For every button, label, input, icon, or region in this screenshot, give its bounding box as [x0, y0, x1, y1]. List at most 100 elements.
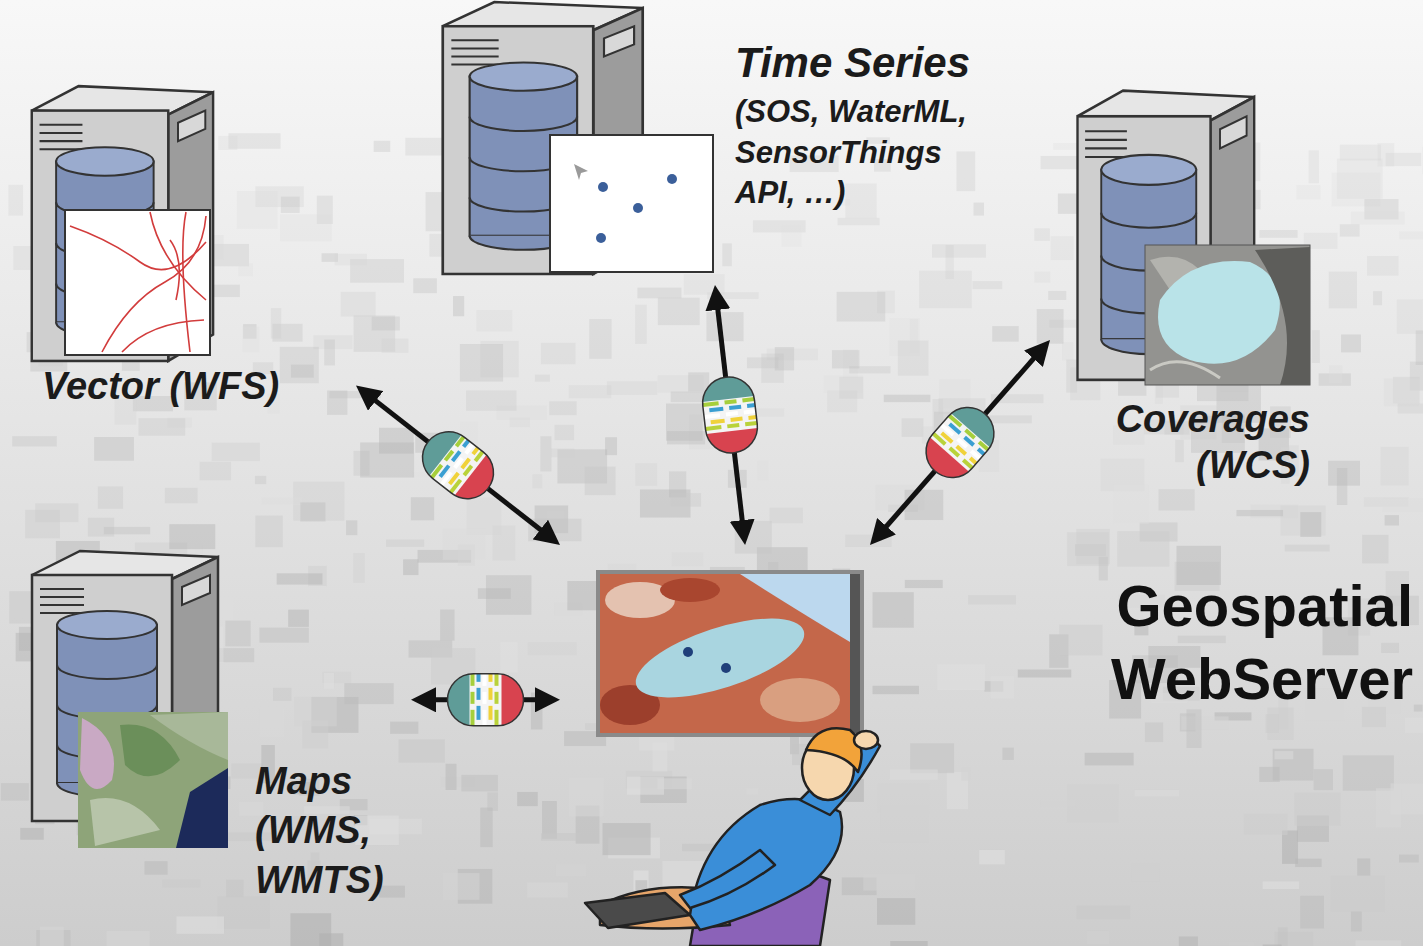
- city-block: [688, 372, 709, 391]
- vector-server: [170, 240, 179, 300]
- capsule-stripe: [744, 409, 756, 414]
- city-block: [399, 739, 445, 762]
- server-label: Vector (WFS): [42, 364, 356, 410]
- city-block: [1312, 330, 1320, 363]
- city-block: [1278, 927, 1288, 946]
- server-node: Coverages (WCS): [1050, 85, 1316, 505]
- city-block: [1405, 717, 1423, 733]
- city-block: [1132, 863, 1160, 881]
- city-block: [212, 443, 260, 461]
- city-block: [238, 263, 252, 276]
- capsule-stripe: [489, 674, 493, 682]
- city-block: [607, 381, 657, 395]
- capsule-half: [412, 421, 504, 509]
- city-block: [585, 467, 616, 496]
- map-server: [150, 712, 228, 760]
- city-block: [706, 312, 743, 341]
- vector-server: [183, 212, 190, 352]
- client-map-view: [627, 602, 813, 713]
- city-block: [541, 833, 581, 841]
- server-icon: [32, 86, 213, 361]
- city-block: [657, 778, 691, 789]
- city-block: [458, 545, 475, 566]
- city-block: [237, 191, 278, 229]
- city-block: [956, 151, 975, 191]
- city-block: [225, 621, 250, 647]
- capsule-stripe: [711, 419, 725, 425]
- city-block: [547, 511, 564, 519]
- capsule-stripe: [483, 674, 487, 686]
- vector-server: [102, 216, 206, 352]
- city-block: [466, 390, 516, 410]
- city-block: [1416, 330, 1423, 365]
- capsule-stripe: [489, 688, 493, 700]
- city-block: [1362, 535, 1388, 564]
- city-block: [1037, 309, 1064, 344]
- client-map-view: [850, 574, 860, 733]
- city-block: [968, 595, 1016, 604]
- capsule-stripe: [724, 399, 736, 404]
- city-block: [280, 347, 319, 383]
- city-block: [838, 218, 880, 225]
- city-block: [1399, 855, 1419, 863]
- city-block: [1343, 755, 1394, 790]
- capsule-band: [470, 674, 502, 726]
- coverage-server: [1255, 247, 1310, 385]
- capsule-stripe: [477, 706, 481, 720]
- city-block: [1351, 212, 1405, 225]
- city-block: [992, 326, 1019, 342]
- city-block: [1259, 230, 1297, 238]
- city-block: [217, 896, 270, 928]
- city-block: [1397, 299, 1423, 333]
- city-block: [382, 339, 409, 353]
- city-block: [440, 610, 454, 641]
- city-block: [281, 197, 300, 213]
- city-block: [403, 559, 418, 575]
- city-block: [98, 486, 123, 508]
- city-block: [259, 628, 308, 643]
- city-block: [20, 828, 43, 840]
- capsule-stripe: [477, 688, 481, 700]
- city-block: [747, 357, 778, 368]
- city-block: [839, 377, 863, 399]
- client-map-view: [683, 647, 693, 657]
- city-block: [35, 503, 78, 522]
- city-block: [551, 448, 574, 457]
- city-block: [1367, 256, 1398, 276]
- city-block: [1294, 793, 1341, 826]
- city-block: [1422, 147, 1423, 174]
- city-block: [556, 864, 587, 876]
- city-block: [569, 778, 604, 817]
- city-block: [878, 783, 929, 814]
- coverage-server: [1078, 91, 1311, 385]
- city-block: [1034, 228, 1050, 240]
- city-block: [1314, 769, 1333, 790]
- city-block: [1296, 185, 1320, 199]
- capsule-stripe: [483, 692, 487, 704]
- city-block: [1300, 896, 1324, 929]
- city-block: [979, 850, 1005, 864]
- city-block: [684, 274, 725, 295]
- client-map-view: [721, 663, 731, 673]
- city-block: [605, 437, 617, 455]
- capsule-stripe: [729, 405, 741, 410]
- capsule-stripes: [429, 435, 486, 496]
- city-block: [1340, 224, 1360, 236]
- city-block: [176, 916, 224, 933]
- city-block: [635, 463, 657, 486]
- city-block: [1382, 499, 1423, 512]
- city-block: [288, 610, 309, 627]
- connectors: [362, 293, 1044, 700]
- user-figure: [806, 728, 862, 772]
- map-server: [176, 768, 228, 848]
- city-block: [1300, 512, 1321, 537]
- city-block: [845, 535, 891, 547]
- city-block: [1002, 748, 1013, 760]
- protocol-capsule: [915, 397, 1004, 488]
- capsule-stripe: [948, 414, 963, 428]
- city-block: [335, 254, 367, 266]
- capsules: [412, 374, 1005, 726]
- city-block: [8, 185, 23, 216]
- city-block: [652, 743, 667, 772]
- city-block: [413, 278, 437, 293]
